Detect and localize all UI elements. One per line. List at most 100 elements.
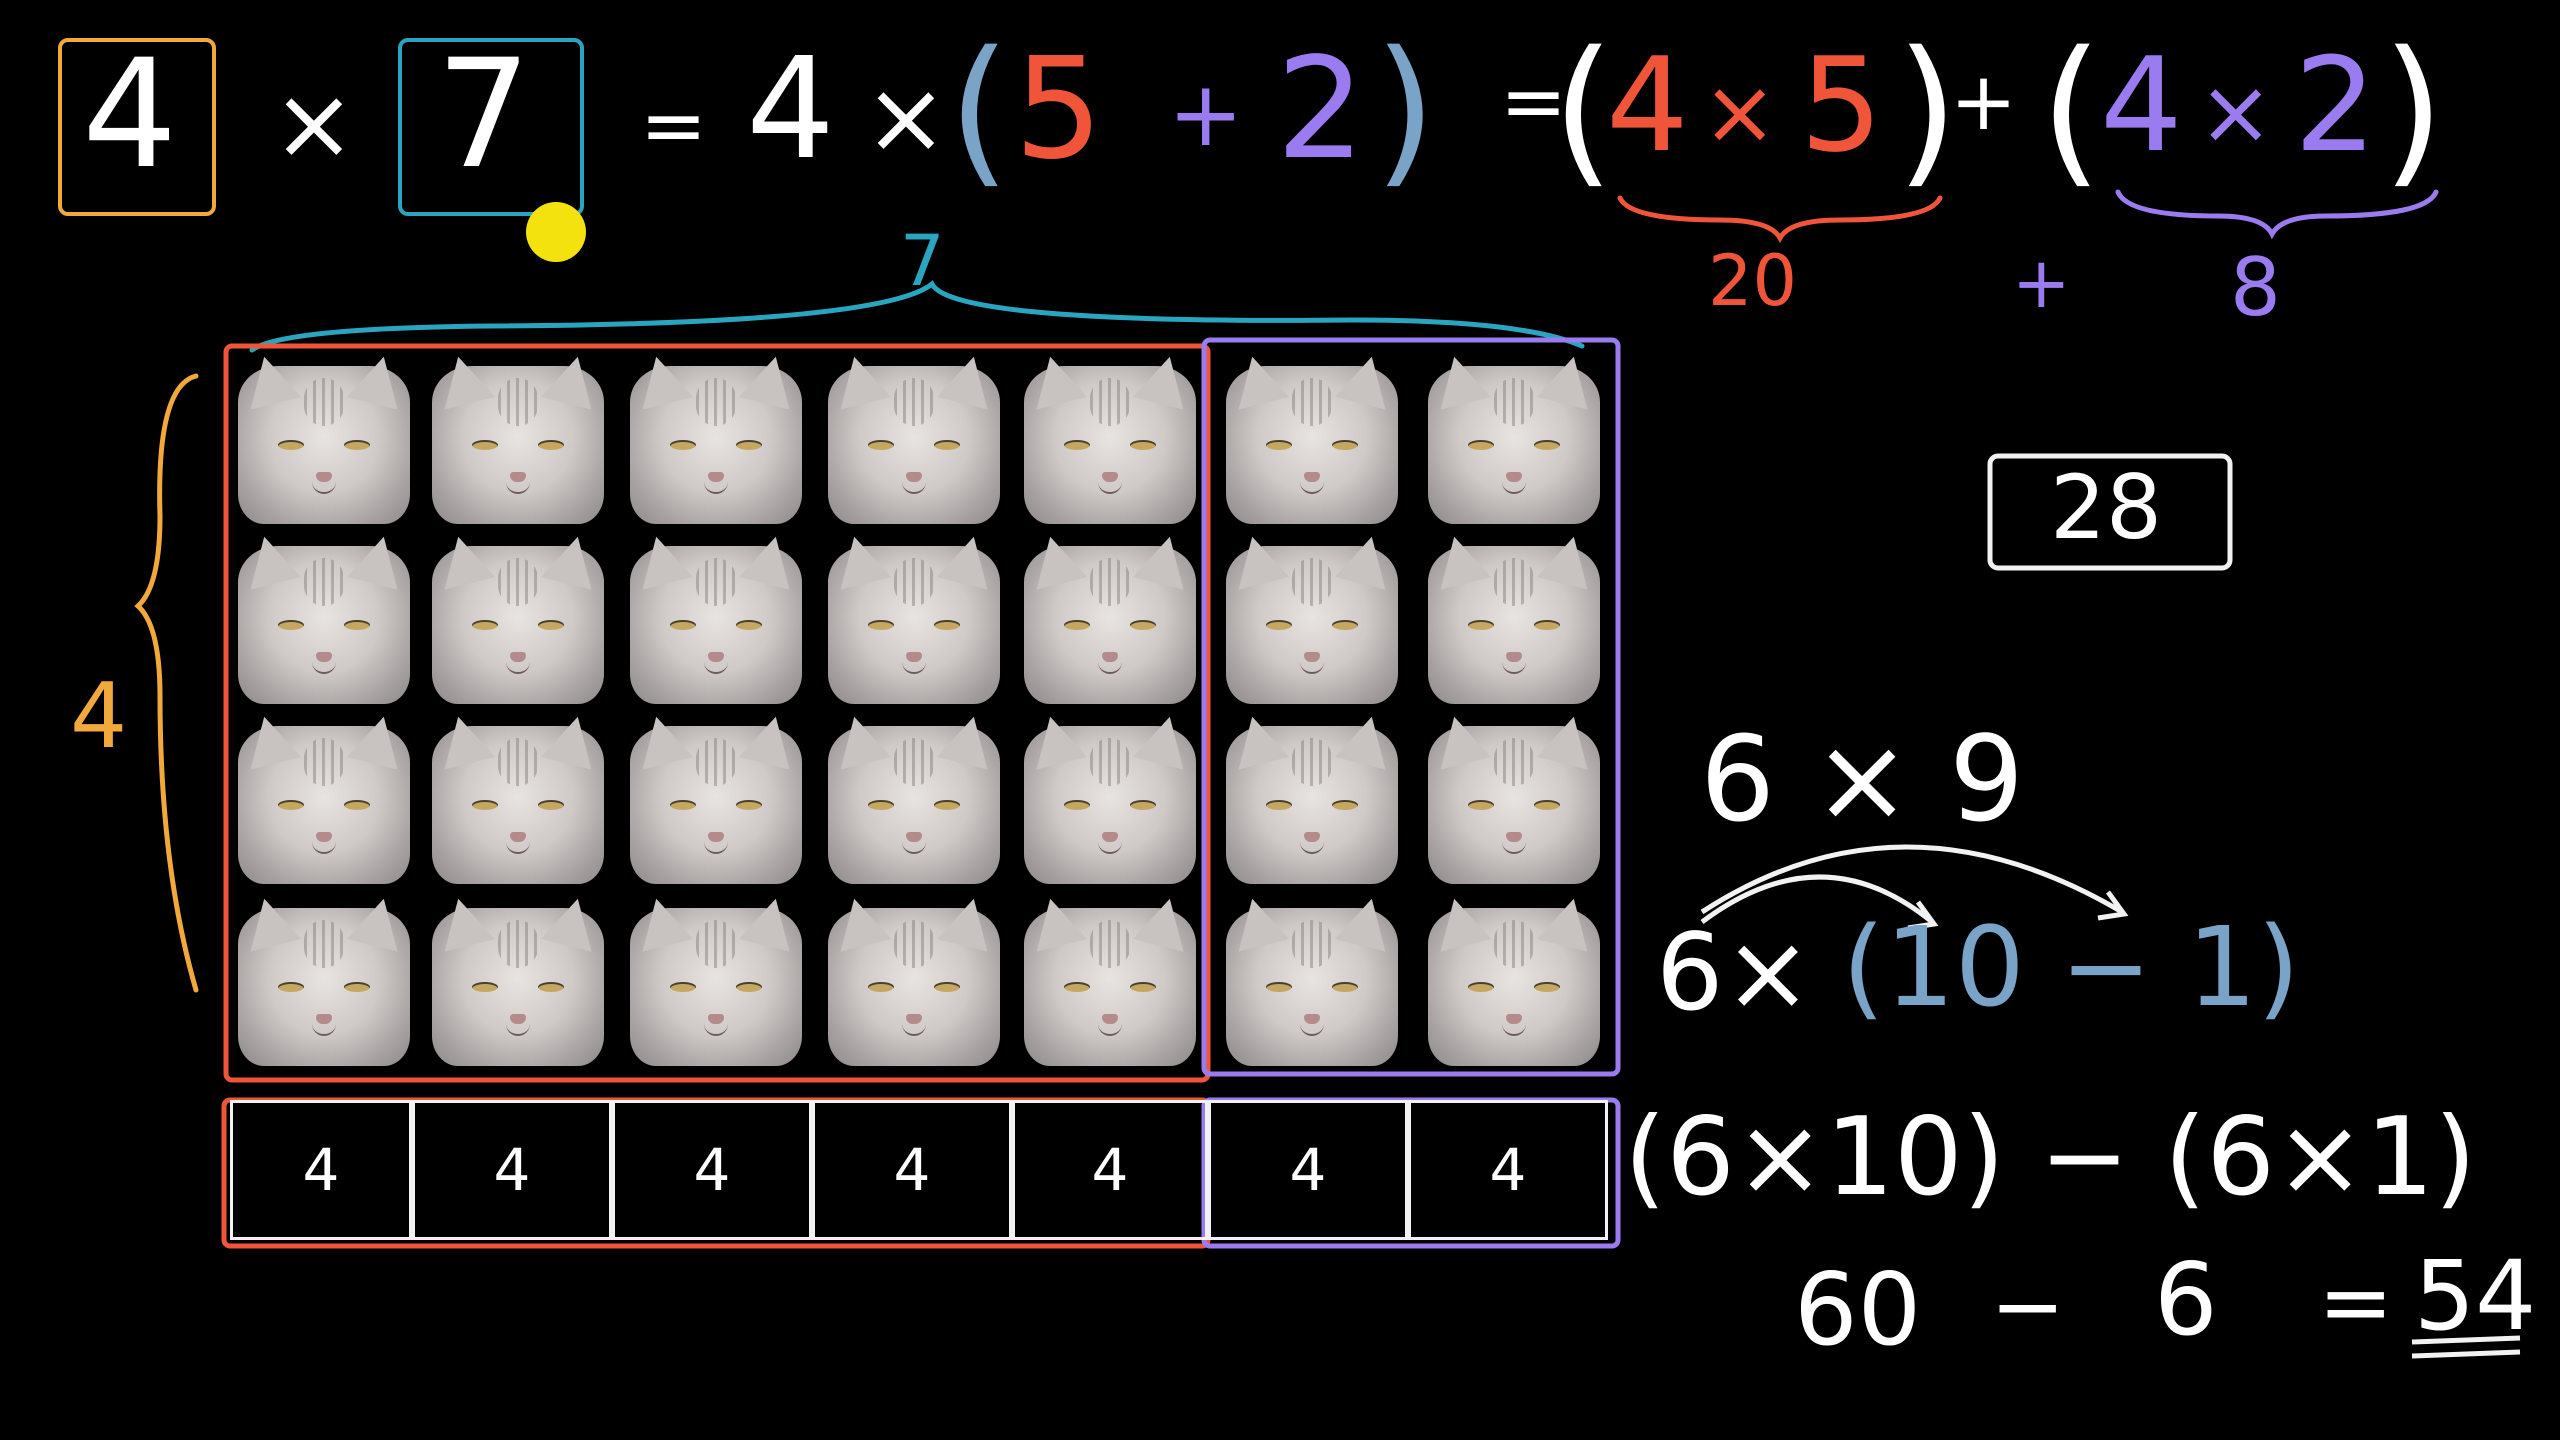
cat-face-image: [1226, 530, 1398, 706]
cat-eye-left: [670, 982, 696, 992]
answer-underline-2: [2411, 1349, 2521, 1359]
cat-forehead-stripes: [304, 378, 344, 426]
cat-forehead-stripes: [1090, 738, 1130, 786]
addend-2: 2: [1276, 28, 1366, 191]
cat-face-image: [432, 350, 604, 526]
paren-close-1: ): [1374, 16, 1437, 203]
cat-eye-right: [1130, 440, 1156, 450]
cat-nose: [708, 832, 724, 842]
cat-eye-left: [1064, 800, 1090, 810]
cat-eye-left: [670, 440, 696, 450]
partial-plus: +: [2012, 242, 2071, 324]
cat-eye-right: [1534, 440, 1560, 450]
paren-close-3: ): [2382, 16, 2445, 203]
group2-2: 2: [2294, 29, 2377, 181]
cat-nose: [1506, 832, 1522, 842]
cat-eye-right: [1130, 620, 1156, 630]
purple-group-outline: [1201, 337, 1621, 1077]
cat-face-image: [828, 350, 1000, 526]
cat-forehead-stripes: [1292, 558, 1332, 606]
cat-forehead-stripes: [1494, 378, 1534, 426]
paren-open-2: (: [1552, 16, 1615, 203]
cat-face-image: [238, 710, 410, 886]
cat-face-image: [432, 892, 604, 1068]
cat-nose: [316, 652, 332, 662]
example-distributed: (6×10) − (6×1): [1624, 1095, 2477, 1220]
addend-5: 5: [1014, 28, 1104, 191]
example-10-minus-1: (10 − 1): [1842, 903, 2300, 1031]
cat-forehead-stripes: [1292, 378, 1332, 426]
cat-eye-right: [344, 440, 370, 450]
count-cell-1: 4: [230, 1100, 412, 1240]
cat-mouth: [1098, 482, 1122, 494]
cat-eye-left: [278, 440, 304, 450]
underbrace-purple: [2115, 189, 2439, 240]
answer-underline-1: [2411, 1335, 2521, 1345]
cat-mouth: [704, 662, 728, 674]
times-symbol-2: ×: [864, 59, 948, 176]
cat-mouth: [312, 482, 336, 494]
cat-nose: [1304, 472, 1320, 482]
cat-nose: [906, 832, 922, 842]
cat-eye-left: [1468, 620, 1494, 630]
cat-eye-right: [736, 982, 762, 992]
cat-eye-right: [538, 620, 564, 630]
cat-eye-right: [736, 440, 762, 450]
underbrace-red: [1617, 195, 1943, 244]
distribute-arrow-2-head: [2097, 890, 2129, 921]
cat-nose: [1304, 832, 1320, 842]
cat-eye-right: [934, 800, 960, 810]
cat-nose: [1102, 472, 1118, 482]
cat-eye-right: [344, 982, 370, 992]
cat-eye-left: [1266, 800, 1292, 810]
cat-forehead-stripes: [498, 920, 538, 968]
cat-eye-left: [670, 800, 696, 810]
cat-nose: [510, 652, 526, 662]
result-28: 28: [2050, 456, 2162, 559]
cat-face-image: [432, 710, 604, 886]
cat-eye-left: [1468, 800, 1494, 810]
cat-eye-left: [1064, 982, 1090, 992]
paren-open-3: (: [2040, 16, 2103, 203]
red-group-outline: [223, 343, 1211, 1083]
example-answer-54: 54: [2414, 1240, 2537, 1352]
cat-nose: [708, 652, 724, 662]
cat-eye-left: [670, 620, 696, 630]
cat-forehead-stripes: [1292, 920, 1332, 968]
cat-eye-left: [1064, 440, 1090, 450]
factor-7-box: [398, 38, 584, 216]
cat-eye-left: [1266, 982, 1292, 992]
cat-mouth: [1098, 842, 1122, 854]
example-6x9: 6 × 9: [1700, 710, 2025, 848]
cat-eye-right: [344, 800, 370, 810]
paren-close-2: ): [1896, 16, 1959, 203]
cat-face-image: [1024, 350, 1196, 526]
cat-array: [228, 350, 1608, 1072]
cat-eye-left: [278, 620, 304, 630]
cat-eye-right: [1332, 982, 1358, 992]
cat-forehead-stripes: [696, 738, 736, 786]
count-cell-2: 4: [412, 1100, 612, 1240]
cat-forehead-stripes: [304, 920, 344, 968]
cat-eye-left: [1468, 440, 1494, 450]
group1-5: 5: [1800, 29, 1883, 181]
cat-eye-right: [1534, 800, 1560, 810]
cat-forehead-stripes: [1494, 738, 1534, 786]
times-symbol-4: ×: [2198, 60, 2274, 165]
example-equals: =: [2318, 1250, 2394, 1355]
cat-eye-left: [1266, 620, 1292, 630]
cat-nose: [316, 1014, 332, 1024]
cat-eye-left: [472, 982, 498, 992]
partial-20: 20: [1708, 240, 1798, 322]
cat-eye-left: [1468, 982, 1494, 992]
cat-forehead-stripes: [304, 738, 344, 786]
plus-2: +: [1950, 55, 2018, 148]
cat-mouth: [1502, 1024, 1526, 1036]
cat-eye-right: [934, 440, 960, 450]
factor-4: 4: [82, 28, 178, 202]
cat-eye-left: [868, 620, 894, 630]
cat-face-image: [238, 350, 410, 526]
cat-forehead-stripes: [498, 738, 538, 786]
distribute-arrow-1: [1700, 874, 1934, 925]
cat-mouth: [704, 482, 728, 494]
